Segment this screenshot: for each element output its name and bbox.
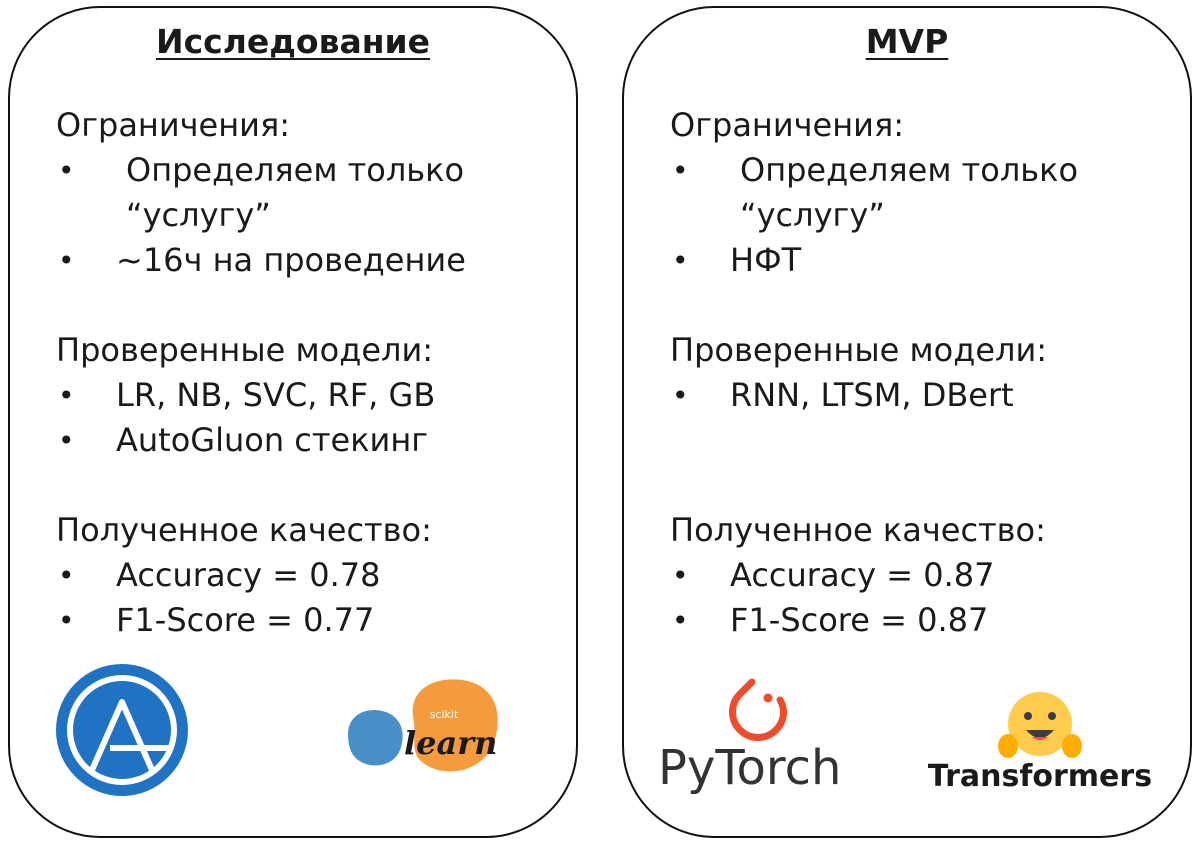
quality-section: Полученное качество: • Accuracy = 0.87 • F…: [670, 508, 1170, 643]
section-heading: Ограничения:: [670, 106, 904, 144]
list-item-text: Accuracy = 0.78: [116, 556, 381, 594]
list-item-text: LR, NB, SVC, RF, GB: [116, 376, 436, 414]
list-item-text: ~16ч на проведение: [116, 241, 466, 279]
list-item-text: RNN, LTSM, DBert: [730, 376, 1014, 414]
transformers-label: Transformers: [928, 759, 1152, 794]
models-section: Проверенные модели: • RNN, LTSM, DBert: [670, 328, 1170, 418]
huggingface-logo-icon: Transformers: [928, 692, 1152, 794]
models-list: • RNN, LTSM, DBert: [670, 373, 1170, 418]
quality-section: Полученное качество: • Accuracy = 0.78 • F…: [56, 508, 556, 643]
bullet: •: [58, 604, 75, 637]
constraints-section: Ограничения: • Определяем только “услугу”…: [670, 103, 1170, 283]
bullet: •: [672, 379, 689, 412]
bullet: •: [672, 559, 689, 592]
bullet: •: [58, 424, 75, 457]
constraints-list: • Определяем только “услугу” • НФТ: [670, 148, 1170, 283]
quality-list: • Accuracy = 0.87 • F1-Score = 0.87: [670, 553, 1170, 643]
card-title: Исследование: [155, 22, 431, 61]
bullet: •: [672, 604, 689, 637]
models-section: Проверенные модели: • LR, NB, SVC, RF, GB…: [56, 328, 556, 463]
list-item-text: Определяем только “услугу”: [126, 151, 465, 234]
bullet: •: [58, 379, 75, 412]
list-item: • Accuracy = 0.87: [670, 553, 1170, 598]
section-heading: Проверенные модели:: [56, 331, 434, 369]
list-item: • Определяем только “услугу”: [56, 148, 556, 238]
list-item: • Accuracy = 0.78: [56, 553, 556, 598]
list-item-text: F1-Score = 0.77: [116, 601, 375, 639]
list-item-text: Определяем только “услугу”: [740, 151, 1079, 234]
models-list: • LR, NB, SVC, RF, GB • AutoGluon стекинг: [56, 373, 556, 463]
mvp-card: MVP Ограничения: • Определяем только “усл…: [622, 6, 1192, 838]
bullet: •: [58, 559, 75, 592]
bullet: •: [58, 154, 75, 187]
list-item: • ~16ч на проведение: [56, 238, 556, 283]
pytorch-logo-icon: PyTorch: [658, 678, 841, 796]
list-item-text: AutoGluon стекинг: [116, 421, 429, 459]
pytorch-label: PyTorch: [658, 740, 841, 796]
list-item: • F1-Score = 0.77: [56, 598, 556, 643]
section-heading: Ограничения:: [56, 106, 290, 144]
section-heading: Полученное качество:: [670, 511, 1046, 549]
list-item: • RNN, LTSM, DBert: [670, 373, 1170, 418]
bullet: •: [672, 244, 689, 277]
list-item: • LR, NB, SVC, RF, GB: [56, 373, 556, 418]
list-item: • НФТ: [670, 238, 1170, 283]
constraints-list: • Определяем только “услугу” • ~16ч на про…: [56, 148, 556, 283]
bullet: •: [58, 244, 75, 277]
list-item-text: НФТ: [730, 241, 802, 279]
research-card: Исследование Ограничения: • Определяем то…: [8, 6, 578, 838]
bullet: •: [672, 154, 689, 187]
list-item: • Определяем только “услугу”: [670, 148, 1170, 238]
section-heading: Полученное качество:: [56, 511, 432, 549]
list-item-text: F1-Score = 0.87: [730, 601, 989, 639]
list-item-text: Accuracy = 0.87: [730, 556, 995, 594]
constraints-section: Ограничения: • Определяем только “услугу”…: [56, 103, 556, 283]
scikit-learn-logo-icon: scikit learn: [348, 679, 498, 772]
card-title: MVP: [865, 22, 949, 61]
list-item: • AutoGluon стекинг: [56, 418, 556, 463]
list-item: • F1-Score = 0.87: [670, 598, 1170, 643]
autogluon-logo-icon: [56, 664, 188, 796]
section-heading: Проверенные модели:: [670, 331, 1048, 369]
learn-label: learn: [404, 724, 497, 762]
scikit-label: scikit: [430, 708, 459, 721]
quality-list: • Accuracy = 0.78 • F1-Score = 0.77: [56, 553, 556, 643]
